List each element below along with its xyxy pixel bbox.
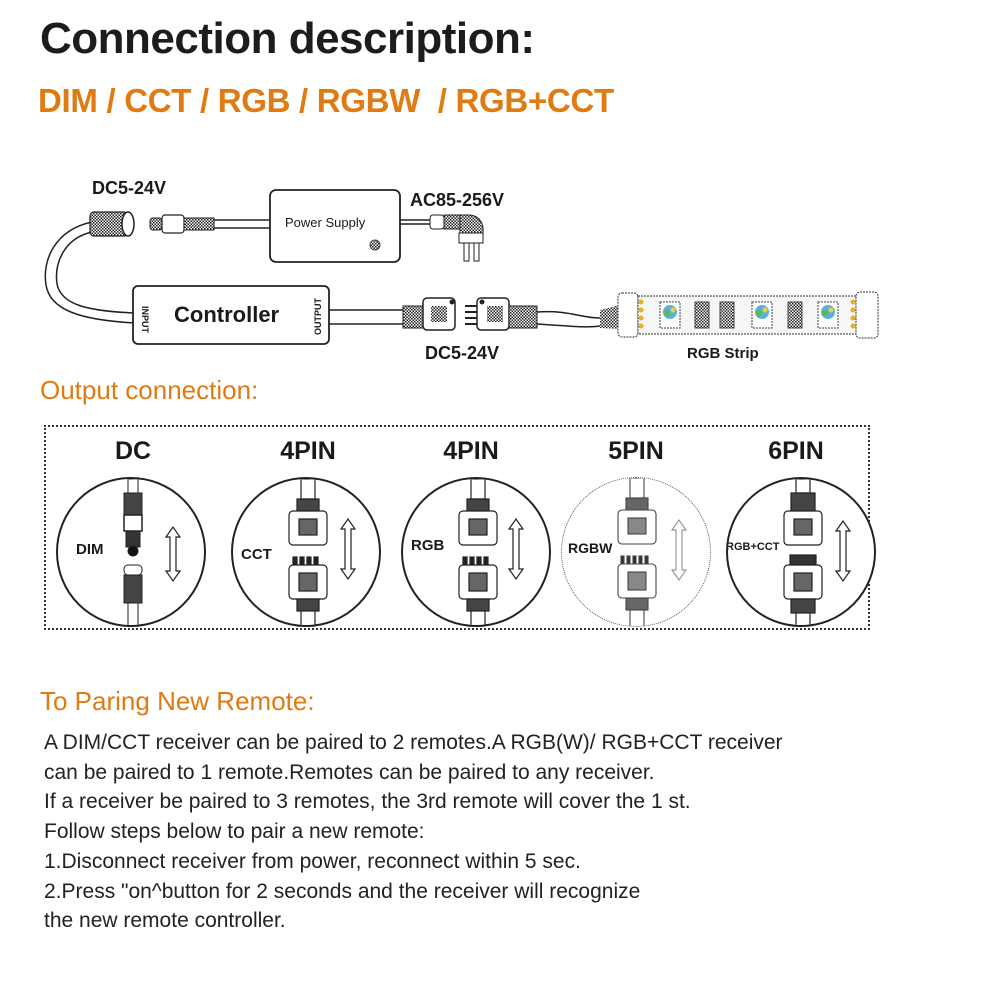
pairing-line: Follow steps below to pair a new remote: <box>44 820 425 844</box>
page-subtitle: DIM / CCT / RGB / RGBW / RGB+CCT <box>38 82 614 119</box>
connector-pin-label: 4PIN <box>443 437 499 465</box>
led-chip-icon <box>751 301 773 329</box>
rgb-strip-label: RGB Strip <box>687 345 759 362</box>
connector-item-dim: DIM <box>56 477 206 627</box>
controller-output-label: OUTPUT <box>313 298 323 335</box>
pairing-step: 1.Disconnect receiver from power, reconn… <box>44 849 581 873</box>
connector-type-label: DIM <box>76 541 104 558</box>
controller-box <box>132 285 330 345</box>
dc-output-label: DC5-24V <box>425 343 500 363</box>
pairing-line: A DIM/CCT receiver can be paired to 2 re… <box>44 731 783 754</box>
up-down-arrow-icon <box>339 517 357 581</box>
ac-input-label: AC85-256V <box>410 190 505 210</box>
5pin-connector-icon <box>617 478 688 626</box>
wiring-diagram-svg <box>44 189 879 345</box>
connector-pin-label: 4PIN <box>280 437 336 465</box>
controller-label: Controller <box>174 302 280 327</box>
up-down-arrow-icon <box>834 519 852 583</box>
pairing-instructions: A DIM/CCT receiver can be paired to 2 re… <box>44 728 783 936</box>
up-down-arrow-icon <box>670 518 688 582</box>
up-down-arrow-icon <box>507 517 525 581</box>
pairing-heading: To Paring New Remote: <box>40 686 315 716</box>
connector-item-rgb-cct: RGB+CCT <box>726 477 876 627</box>
rgb-strip-icon <box>617 291 879 339</box>
dc-barrel-connector-icon <box>123 479 182 625</box>
output-connection-panel: DC DIM 4PIN <box>44 425 876 630</box>
female-4pin-connector-icon <box>402 297 456 331</box>
power-led-icon <box>369 239 381 251</box>
power-supply-box <box>269 189 401 263</box>
connector-pin-label: DC <box>114 437 152 465</box>
connector-pin-label: 5PIN <box>608 437 664 465</box>
dc-input-label: DC5-24V <box>92 178 167 198</box>
led-chip-icon <box>659 301 681 329</box>
page-title: Connection description: <box>40 14 535 63</box>
ac-plug-icon <box>400 214 484 262</box>
pairing-line: If a receiver be paired to 3 remotes, th… <box>44 790 691 814</box>
dc-male-plug-icon <box>149 214 270 234</box>
led-chip-icon <box>817 301 839 329</box>
connector-type-label: RGBW <box>568 540 613 556</box>
pairing-line: can be paired to 1 remote.Remotes can be… <box>44 760 655 784</box>
male-4pin-connector-icon <box>465 297 538 331</box>
controller-input-label: INPUT <box>140 306 150 333</box>
connector-type-label: CCT <box>241 546 272 563</box>
pairing-step: 2.Press "on^button for 2 seconds and the… <box>44 879 641 903</box>
pairing-step: the new remote controller. <box>44 909 286 933</box>
wiring-diagram: DC5-24V Power Supply AC85-256V Controlle… <box>0 150 990 390</box>
connector-item-cct: CCT <box>231 477 381 627</box>
connector-pin-label: 6PIN <box>768 437 824 465</box>
power-supply-label: Power Supply <box>285 215 366 230</box>
dc-female-jack-icon <box>89 211 135 237</box>
connector-type-label: RGB <box>411 537 445 554</box>
input-cable <box>44 221 136 324</box>
6pin-connector-icon <box>783 479 852 625</box>
output-connection-heading: Output connection: <box>40 375 259 405</box>
connector-item-rgb: RGB <box>401 477 551 627</box>
4pin-connector-icon <box>288 479 357 625</box>
4pin-connector-icon <box>458 479 525 625</box>
connector-item-rgbw: RGBW <box>561 477 711 627</box>
up-down-arrow-icon <box>164 525 182 583</box>
connector-type-label: RGB+CCT <box>726 541 780 553</box>
